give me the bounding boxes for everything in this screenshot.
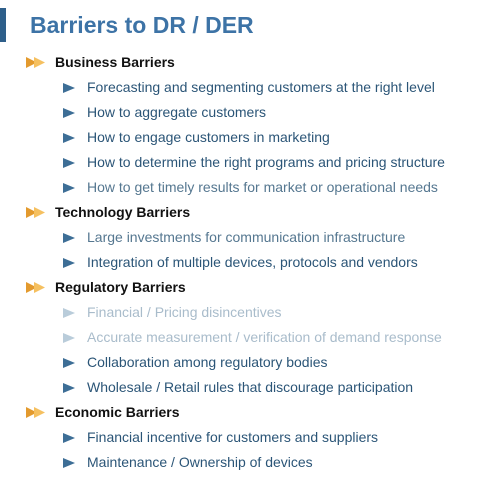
- list-item: How to get timely results for market or …: [0, 175, 502, 200]
- arrow-bullet-icon: [63, 133, 75, 143]
- list-item-label: Integration of multiple devices, protoco…: [87, 254, 418, 270]
- list-item-label: Collaboration among regulatory bodies: [87, 354, 328, 370]
- list-item-label: Large investments for communication infr…: [87, 229, 406, 245]
- list-item: Financial / Pricing disincentives: [0, 300, 502, 325]
- list-item-label: Financial incentive for customers and su…: [87, 429, 379, 445]
- arrow-bullet-icon: [63, 383, 75, 393]
- list-item: Integration of multiple devices, protoco…: [0, 250, 502, 275]
- arrow-bullet-icon: [63, 258, 75, 268]
- list-item: Forecasting and segmenting customers at …: [0, 75, 502, 100]
- list-item-label: How to get timely results for market or …: [87, 179, 438, 195]
- list-item-label: Accurate measurement / verification of d…: [87, 329, 442, 345]
- list-item: Maintenance / Ownership of devices: [0, 450, 502, 475]
- list-item: Large investments for communication infr…: [0, 225, 502, 250]
- arrow-bullet-icon: [63, 158, 75, 168]
- list-item-label: Maintenance / Ownership of devices: [87, 454, 313, 470]
- list-item-label: How to determine the right programs and …: [87, 154, 445, 170]
- section-heading-label: Economic Barriers: [55, 404, 180, 420]
- arrow-bullet-icon: [63, 183, 75, 193]
- list-item: Financial incentive for customers and su…: [0, 425, 502, 450]
- arrow-bullet-icon: [63, 358, 75, 368]
- barrier-list: Business Barriers Forecasting and segmen…: [0, 50, 502, 475]
- section-heading-economic: Economic Barriers: [0, 400, 502, 425]
- section-heading-label: Business Barriers: [55, 54, 175, 70]
- arrow-bullet-icon: [63, 308, 75, 318]
- arrow-bullet-icon: [63, 83, 75, 93]
- arrow-bullet-icon: [63, 108, 75, 118]
- arrow-bullet-icon: [63, 433, 75, 443]
- list-item-label: How to engage customers in marketing: [87, 129, 330, 145]
- title-accent-bar: [0, 8, 6, 42]
- double-arrow-icon: [26, 57, 45, 68]
- list-item: Wholesale / Retail rules that discourage…: [0, 375, 502, 400]
- list-item-label: How to aggregate customers: [87, 104, 266, 120]
- list-item-label: Wholesale / Retail rules that discourage…: [87, 379, 414, 395]
- list-item-label: Financial / Pricing disincentives: [87, 304, 282, 320]
- list-item: How to aggregate customers: [0, 100, 502, 125]
- list-item-label: Forecasting and segmenting customers at …: [87, 79, 435, 95]
- double-arrow-icon: [26, 207, 45, 218]
- section-heading-business: Business Barriers: [0, 50, 502, 75]
- double-arrow-icon: [26, 282, 45, 293]
- list-item: Collaboration among regulatory bodies: [0, 350, 502, 375]
- list-item: Accurate measurement / verification of d…: [0, 325, 502, 350]
- arrow-bullet-icon: [63, 333, 75, 343]
- slide-title: Barriers to DR / DER: [30, 12, 254, 38]
- list-item: How to engage customers in marketing: [0, 125, 502, 150]
- arrow-bullet-icon: [63, 458, 75, 468]
- section-heading-regulatory: Regulatory Barriers: [0, 275, 502, 300]
- list-item: How to determine the right programs and …: [0, 150, 502, 175]
- section-heading-label: Technology Barriers: [55, 204, 191, 220]
- arrow-bullet-icon: [63, 233, 75, 243]
- double-arrow-icon: [26, 407, 45, 418]
- section-heading-technology: Technology Barriers: [0, 200, 502, 225]
- section-heading-label: Regulatory Barriers: [55, 279, 186, 295]
